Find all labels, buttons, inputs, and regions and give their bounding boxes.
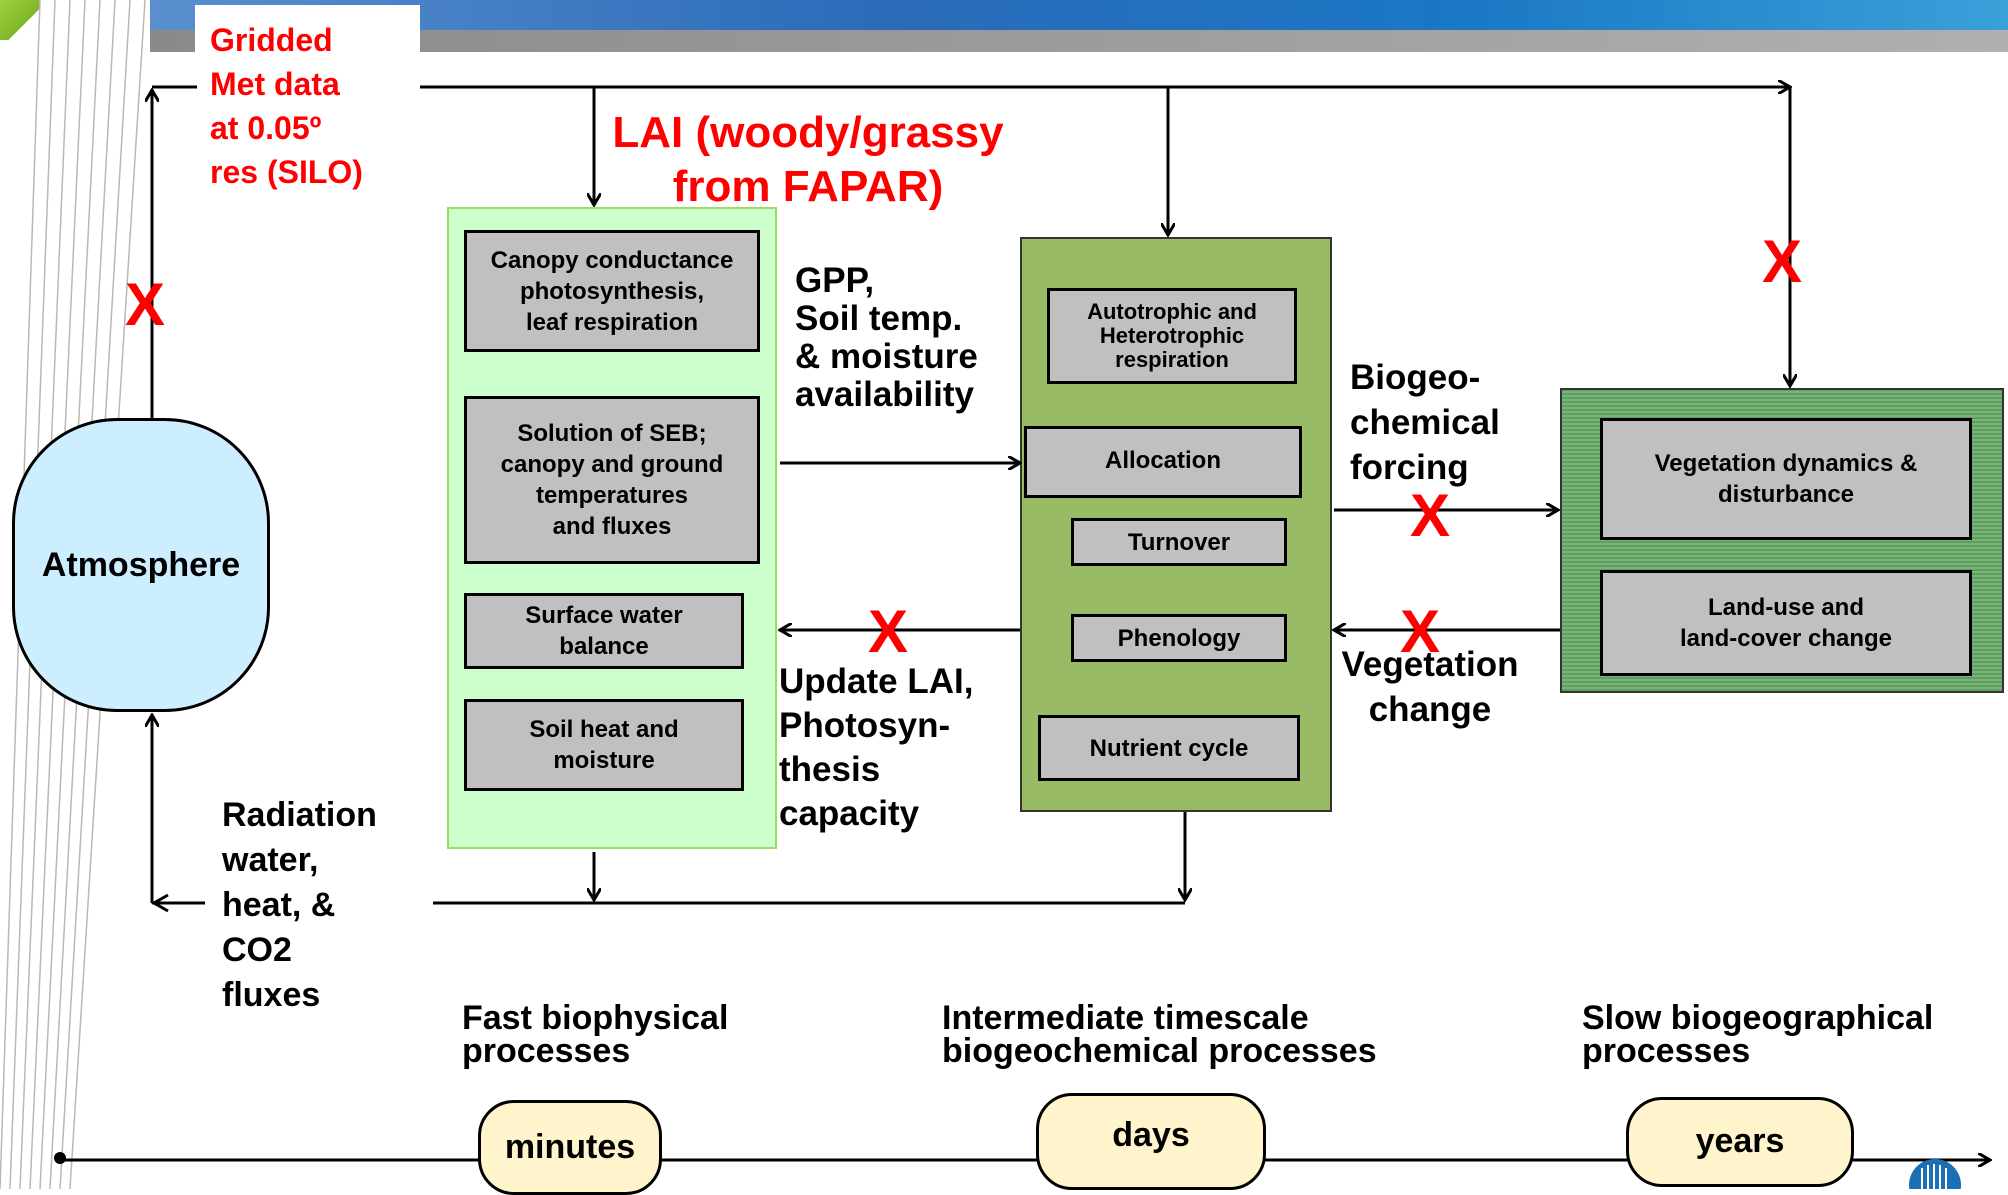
x-mark-atmosphere: X [125, 271, 166, 338]
x-mark-vegetation-change: X [1400, 598, 1441, 665]
minutes-pill: minutes [478, 1100, 662, 1195]
intermediate-processes-label: Intermediate timescale biogeochemical pr… [942, 999, 1377, 1070]
phenology-box: Phenology [1071, 614, 1287, 662]
met-data-backing [195, 5, 420, 200]
fluxes-label: Radiation water, heat, & CO2 fluxes [222, 796, 377, 1014]
gpp-label: GPP, Soil temp. & moisture availability [795, 261, 978, 414]
surface-water-balance-box: Surface water balance [464, 593, 744, 669]
update-lai-label: Update LAI, Photosyn- thesis capacity [779, 662, 974, 833]
timeline-start-dot [54, 1152, 66, 1164]
x-mark-update-lai: X [868, 598, 909, 665]
allocation-box: Allocation [1024, 426, 1302, 498]
atmosphere-node: Atmosphere [12, 418, 270, 712]
corner-accent [0, 0, 40, 40]
canopy-conductance-box: Canopy conductance photosynthesis, leaf … [464, 230, 760, 352]
fast-processes-label: Fast biophysical processes [462, 999, 729, 1070]
days-pill: days [1036, 1093, 1266, 1190]
vegetation-change-label: Vegetation change [1341, 645, 1519, 729]
years-pill: years [1626, 1097, 1854, 1187]
seb-solution-box: Solution of SEB; canopy and ground tempe… [464, 396, 760, 564]
soil-heat-moisture-box: Soil heat and moisture [464, 699, 744, 791]
land-use-change-box: Land-use and land-cover change [1600, 570, 1972, 676]
met-data-label: Gridded Met data at 0.05º res (SILO) [210, 22, 363, 190]
lai-label: LAI (woody/grassy from FAPAR) [612, 108, 1004, 211]
fluxes-arrowhead [150, 893, 169, 913]
turnover-box: Turnover [1071, 518, 1287, 566]
respiration-box: Autotrophic and Heterotrophic respiratio… [1047, 288, 1297, 384]
header-banner [150, 0, 2008, 30]
vegetation-dynamics-box: Vegetation dynamics & disturbance [1600, 418, 1972, 540]
biogeochemical-forcing-label: Biogeo- chemical forcing [1350, 358, 1500, 487]
years-label: years [1695, 1122, 1785, 1160]
nutrient-cycle-box: Nutrient cycle [1038, 715, 1300, 781]
minutes-label: minutes [504, 1128, 636, 1166]
days-label: days [1112, 1116, 1190, 1154]
x-mark-forcing: X [1410, 482, 1451, 549]
x-mark-biogeography: X [1762, 228, 1803, 295]
atmosphere-label: Atmosphere [41, 545, 241, 584]
slow-processes-label: Slow biogeographical processes [1582, 999, 1934, 1070]
header-banner-grey [150, 30, 2008, 52]
